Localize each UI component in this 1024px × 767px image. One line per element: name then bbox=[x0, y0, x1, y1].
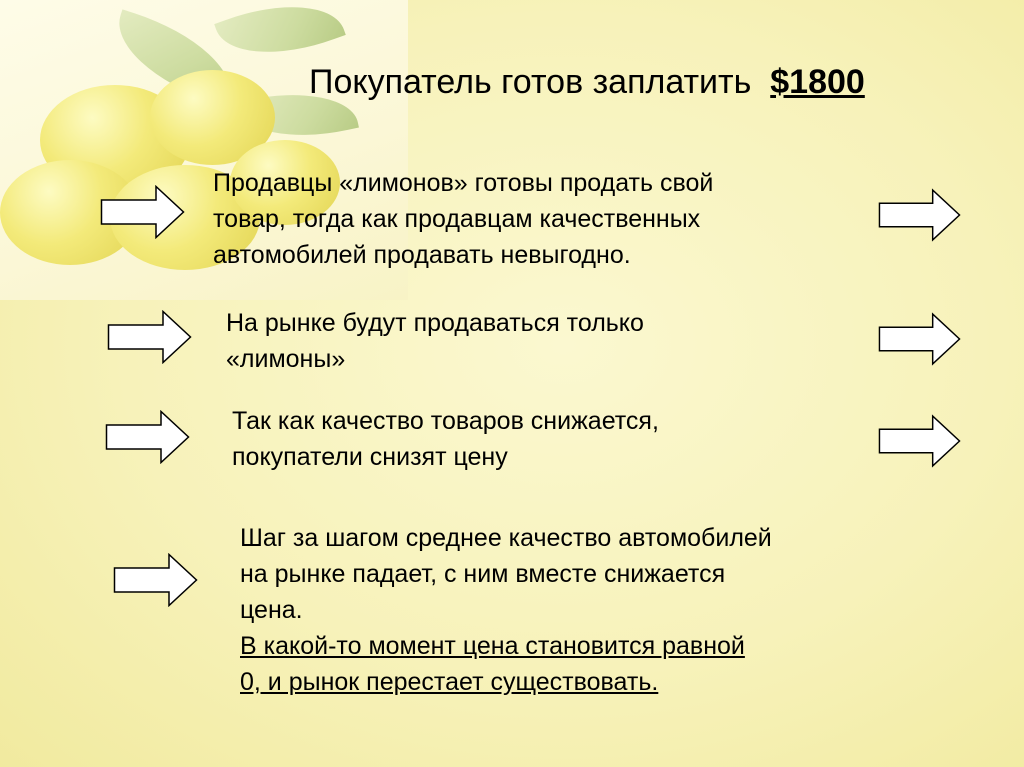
slide-title: Покупатель готов заплатить $1800 bbox=[309, 60, 865, 104]
arrow-right-icon bbox=[878, 414, 961, 468]
text-line: Шаг за шагом среднее качество автомобиле… bbox=[240, 524, 772, 552]
text-line: «лимоны» bbox=[226, 345, 346, 373]
lemon-shape bbox=[230, 140, 340, 225]
arrow-right-icon bbox=[100, 185, 185, 239]
price-value: $1800 bbox=[770, 63, 865, 101]
arrow-right-icon bbox=[878, 312, 961, 366]
text-block-buyers: Так как качество товаров снижается, поку… bbox=[232, 403, 659, 475]
arrow-right-icon bbox=[105, 410, 190, 464]
title-text: Покупатель готов заплатить bbox=[309, 63, 752, 101]
text-line: покупатели снизят цену bbox=[232, 443, 508, 471]
underlined-line: В какой-то момент цена становится равной bbox=[240, 632, 745, 660]
text-line: цена. bbox=[240, 596, 303, 624]
arrow-right-icon bbox=[878, 188, 961, 242]
text-line: на рынке падает, с ним вместе снижается bbox=[240, 560, 726, 588]
underlined-line: 0, и рынок перестает существовать. bbox=[240, 668, 659, 696]
text-block-market: На рынке будут продаваться только «лимон… bbox=[226, 305, 644, 377]
text-line: Так как качество товаров снижается, bbox=[232, 407, 659, 435]
text-line: На рынке будут продаваться только bbox=[226, 309, 644, 337]
text-line: автомобилей продавать невыгодно. bbox=[213, 241, 631, 269]
arrow-right-icon bbox=[107, 310, 192, 364]
text-line: Продавцы «лимонов» готовы продать свой bbox=[213, 169, 714, 197]
text-block-conclusion: Шаг за шагом среднее качество автомобиле… bbox=[240, 520, 772, 700]
arrow-right-icon bbox=[113, 553, 198, 607]
text-line: товар, тогда как продавцам качественных bbox=[213, 205, 701, 233]
text-block-sellers: Продавцы «лимонов» готовы продать свой т… bbox=[213, 165, 713, 273]
